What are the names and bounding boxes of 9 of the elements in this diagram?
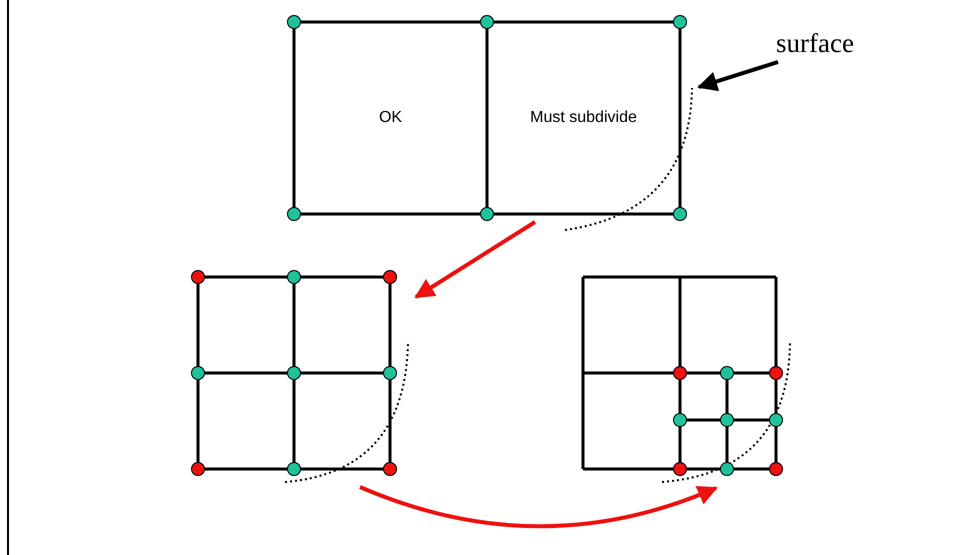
cell-label: Must subdivide	[487, 22, 680, 214]
surface-curve	[563, 86, 695, 232]
surface-label: surface	[776, 28, 876, 68]
arrow	[697, 60, 779, 92]
cell-label: OK	[294, 22, 487, 214]
grid-drawing	[190, 269, 412, 485]
arrow	[414, 220, 536, 299]
arrow	[359, 485, 718, 528]
grid-drawing	[286, 14, 688, 222]
